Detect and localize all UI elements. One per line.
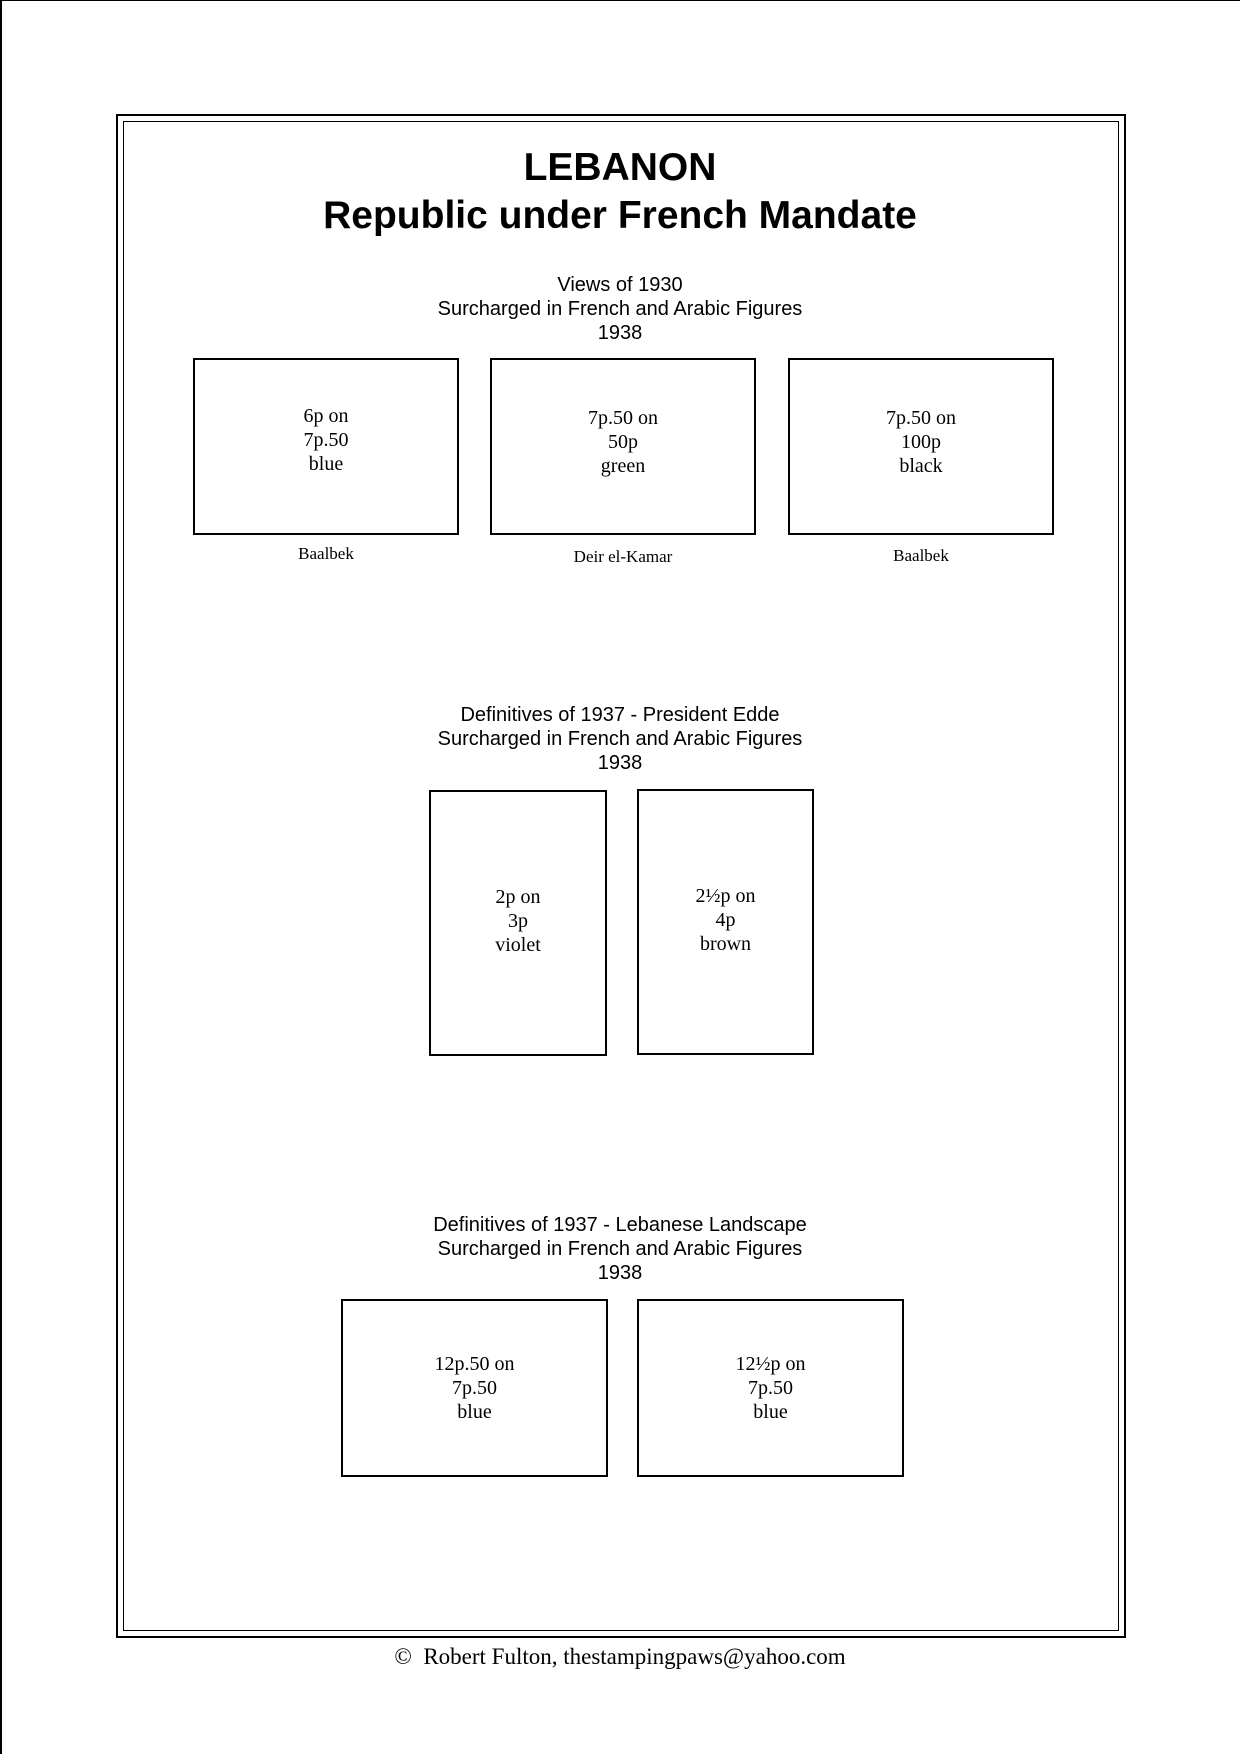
- page-title: LEBANON: [523, 146, 717, 189]
- stamp-color: black: [899, 455, 943, 477]
- stamp-color: violet: [495, 934, 541, 956]
- stamp-value: 6p on: [303, 405, 349, 427]
- stamp-original-value: 7p.50: [452, 1377, 497, 1399]
- stamp-space: 12p.50 on 7p.50 blue: [341, 1299, 608, 1477]
- section-year: 1938: [597, 1262, 643, 1284]
- stamp-value: 2½p on: [695, 885, 756, 907]
- stamp-space: 6p on 7p.50 blue: [193, 358, 459, 535]
- page-border-outer: [116, 114, 1126, 1638]
- stamp-original-value: 100p: [901, 431, 941, 453]
- stamp-space: 7p.50 on 50p green: [490, 358, 756, 535]
- section-subheading: Surcharged in French and Arabic Figures: [437, 728, 803, 750]
- copyright-footer: © Robert Fulton, thestampingpaws@yahoo.c…: [0, 1645, 1240, 1668]
- stamp-value: 7p.50 on: [886, 407, 956, 429]
- stamp-value: 12p.50 on: [434, 1353, 515, 1375]
- stamp-color: blue: [457, 1401, 492, 1423]
- stamp-value: 2p on: [495, 886, 541, 908]
- section-subheading: Surcharged in French and Arabic Figures: [437, 298, 803, 320]
- stamp-space: 2p on 3p violet: [429, 790, 607, 1056]
- stamp-color: blue: [753, 1401, 788, 1423]
- page-edge-top: [0, 0, 1240, 1]
- stamp-space: 7p.50 on 100p black: [788, 358, 1054, 535]
- stamp-original-value: 7p.50: [303, 429, 349, 451]
- section-heading: Definitives of 1937 - Lebanese Landscape: [433, 1214, 807, 1236]
- stamp-value: 12½p on: [735, 1353, 806, 1375]
- section-year: 1938: [597, 322, 643, 344]
- stamp-color: blue: [308, 453, 344, 475]
- section-heading: Views of 1930: [557, 274, 683, 296]
- stamp-color: green: [600, 455, 646, 477]
- stamp-space: 12½p on 7p.50 blue: [637, 1299, 904, 1477]
- stamp-value: 7p.50 on: [588, 407, 658, 429]
- stamp-caption: Deir el-Kamar: [573, 547, 673, 566]
- stamp-caption: Baalbek: [893, 546, 949, 565]
- copyright-text: Robert Fulton, thestampingpaws@yahoo.com: [423, 1644, 846, 1669]
- page-edge: [0, 0, 2, 1754]
- page-subtitle: Republic under French Mandate: [323, 194, 917, 237]
- stamp-space: 2½p on 4p brown: [637, 789, 814, 1055]
- stamp-color: brown: [699, 933, 752, 955]
- section-heading: Definitives of 1937 - President Edde: [460, 704, 780, 726]
- copyright-symbol: ©: [394, 1644, 412, 1669]
- stamp-original-value: 3p: [508, 910, 528, 932]
- section-subheading: Surcharged in French and Arabic Figures: [437, 1238, 803, 1260]
- stamp-original-value: 50p: [608, 431, 638, 453]
- page-border-inner: [123, 121, 1119, 1631]
- stamp-original-value: 7p.50: [748, 1377, 793, 1399]
- stamp-caption: Baalbek: [298, 544, 354, 563]
- section-year: 1938: [597, 752, 643, 774]
- stamp-original-value: 4p: [715, 909, 736, 931]
